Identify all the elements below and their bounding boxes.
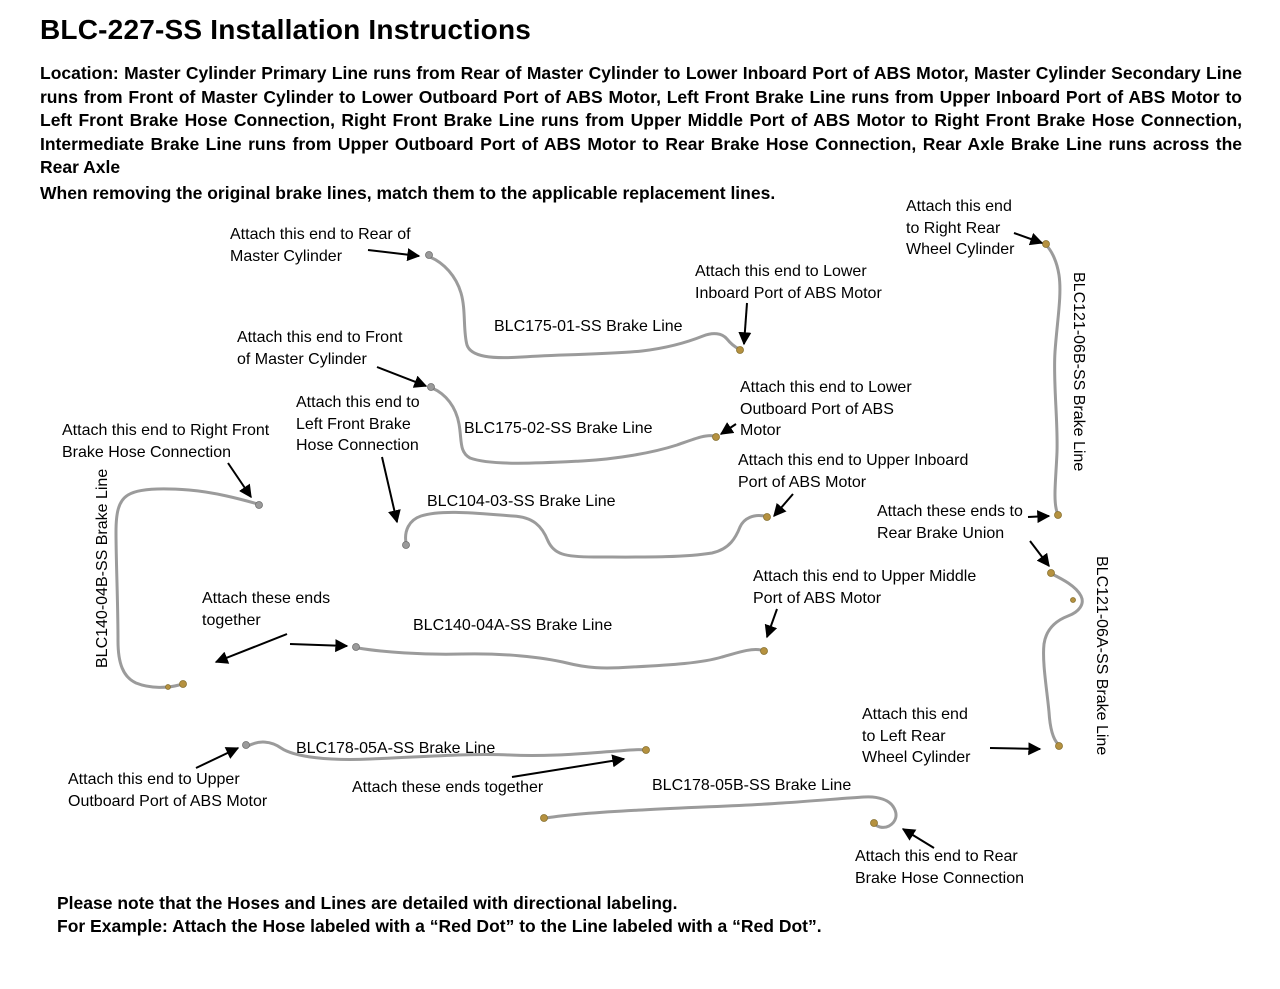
page-title: BLC-227-SS Installation Instructions bbox=[40, 14, 532, 45]
arrows bbox=[195, 232, 1051, 849]
tube-blc178-05a bbox=[246, 740, 646, 761]
label-blc175-02: BLC175-02-SS Brake Line bbox=[464, 420, 653, 437]
fitting bbox=[165, 684, 171, 690]
note-front-of-master-cylinder: Attach this end to Front of Master Cylin… bbox=[237, 329, 403, 368]
note-upper-outboard-port: Attach this end to Upper Outboard Port o… bbox=[68, 771, 268, 810]
fitting bbox=[179, 680, 187, 688]
arrow-upper-middle-port bbox=[764, 608, 778, 639]
location-paragraph: Location: Master Cylinder Primary Line r… bbox=[40, 63, 1242, 177]
tube-blc104-03 bbox=[404, 510, 766, 559]
note-ends-together-left: Attach these ends together bbox=[202, 590, 331, 629]
label-blc121-06b: BLC121-06B-SS Brake Line bbox=[1070, 272, 1087, 472]
tube-blc140-04b bbox=[114, 487, 260, 689]
arrow-left-front-brake-hose bbox=[381, 456, 401, 524]
fitting bbox=[540, 814, 548, 822]
tube-blc175-02 bbox=[430, 386, 716, 465]
fitting bbox=[763, 513, 771, 521]
arrow-upper-inboard-port bbox=[773, 493, 794, 517]
arrow-right-front-brake-hose bbox=[227, 462, 252, 499]
fitting bbox=[352, 643, 360, 651]
note-left-rear-wheel-cylinder: Attach this end to Left Rear Wheel Cylin… bbox=[862, 706, 971, 766]
note-rear-of-master-cylinder: Attach this end to Rear of Master Cylind… bbox=[230, 226, 411, 265]
label-blc178-05a: BLC178-05A-SS Brake Line bbox=[296, 740, 496, 757]
fitting bbox=[760, 647, 768, 655]
fitting bbox=[1070, 597, 1076, 603]
fitting bbox=[1042, 240, 1050, 248]
note-ends-together-bottom: Attach these ends together bbox=[352, 779, 544, 796]
label-blc140-04b: BLC140-04B-SS Brake Line bbox=[94, 468, 111, 668]
fitting bbox=[242, 741, 250, 749]
label-blc175-01: BLC175-01-SS Brake Line bbox=[494, 318, 683, 335]
label-blc178-05b: BLC178-05B-SS Brake Line bbox=[652, 777, 852, 794]
label-blc104-03: BLC104-03-SS Brake Line bbox=[427, 493, 616, 510]
intro-note: When removing the original brake lines, … bbox=[40, 183, 776, 203]
fitting bbox=[427, 383, 435, 391]
arrow-rear-brake-union-1 bbox=[1027, 510, 1051, 524]
note-right-front-brake-hose: Attach this end to Right Front Brake Hos… bbox=[62, 422, 270, 461]
arrow-ends-together-left-2 bbox=[289, 639, 349, 653]
tube-blc140-04a bbox=[356, 646, 763, 670]
fitting bbox=[712, 433, 720, 441]
tube-blc178-05b bbox=[544, 795, 898, 829]
arrow-ends-together-left-1 bbox=[214, 633, 288, 664]
arrow-upper-outboard-port bbox=[195, 747, 240, 769]
note-lower-outboard-port: Attach this end to Lower Outboard Port o… bbox=[740, 379, 912, 439]
fitting bbox=[870, 819, 878, 827]
tube-blc121-06a bbox=[1042, 572, 1084, 746]
fitting bbox=[642, 746, 650, 754]
footer-note-1: Please note that the Hoses and Lines are… bbox=[57, 893, 678, 913]
arrow-right-rear-wheel-cylinder bbox=[1013, 232, 1044, 246]
arrow-front-of-master-cylinder bbox=[376, 366, 428, 388]
fitting bbox=[425, 251, 433, 259]
fitting bbox=[255, 501, 263, 509]
label-blc121-06a: BLC121-06A-SS Brake Line bbox=[1093, 556, 1110, 756]
arrow-ends-together-bottom bbox=[511, 754, 626, 778]
footer-note-2: For Example: Attach the Hose labeled wit… bbox=[57, 916, 822, 936]
note-rear-brake-union: Attach these ends to Rear Brake Union bbox=[877, 503, 1023, 542]
note-left-front-brake-hose: Attach this end to Left Front Brake Hose… bbox=[296, 394, 420, 454]
note-upper-middle-port: Attach this end to Upper Middle Port of … bbox=[753, 568, 977, 607]
fitting bbox=[1055, 742, 1063, 750]
fitting bbox=[736, 346, 744, 354]
arrow-left-rear-wheel-cylinder bbox=[989, 742, 1042, 756]
arrow-lower-outboard-port bbox=[719, 422, 737, 435]
fitting bbox=[402, 541, 410, 549]
note-upper-inboard-port: Attach this end to Upper Inboard Port of… bbox=[738, 452, 969, 491]
note-lower-inboard-port: Attach this end to Lower Inboard Port of… bbox=[695, 263, 882, 302]
arrow-rear-brake-hose bbox=[901, 828, 935, 849]
tube-blc121-06b bbox=[1044, 243, 1062, 514]
note-right-rear-wheel-cylinder: Attach this end to Right Rear Wheel Cyli… bbox=[906, 198, 1015, 258]
tube-blc175-01 bbox=[428, 255, 741, 360]
label-blc140-04a: BLC140-04A-SS Brake Line bbox=[413, 617, 613, 634]
tubes bbox=[114, 243, 1084, 829]
fitting bbox=[1047, 569, 1055, 577]
arrow-rear-brake-union-2 bbox=[1029, 540, 1050, 568]
fitting bbox=[1054, 511, 1062, 519]
arrow-lower-inboard-port bbox=[738, 302, 752, 346]
fittings bbox=[165, 240, 1076, 827]
note-rear-brake-hose: Attach this end to Rear Brake Hose Conne… bbox=[855, 848, 1024, 887]
arrow-rear-of-master-cylinder bbox=[367, 248, 421, 262]
